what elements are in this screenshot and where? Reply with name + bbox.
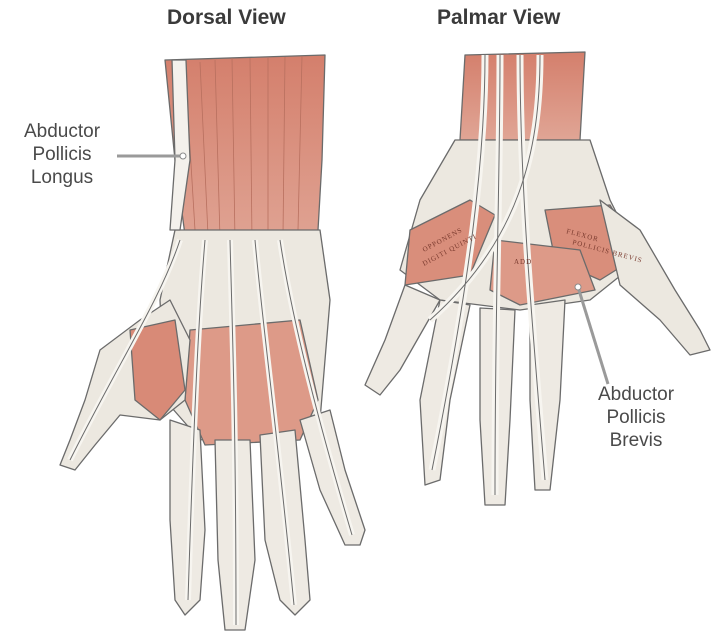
abductor-pollicis-longus-tendon xyxy=(169,59,191,231)
dorsal-index-finger xyxy=(169,419,206,616)
palmar-thumb xyxy=(599,199,711,356)
callout-abductor-pollicis-longus: Abductor Pollicis Longus xyxy=(2,120,122,189)
dorsal-hand xyxy=(59,54,366,631)
callout-line: Longus xyxy=(30,167,94,188)
callout-line: Brevis xyxy=(609,430,663,451)
dorsal-view-title: Dorsal View xyxy=(167,6,286,29)
palmar-adductor xyxy=(489,239,596,306)
leader-dot-apb xyxy=(574,283,582,291)
callout-line: Abductor xyxy=(597,384,675,405)
callout-line: Abductor xyxy=(23,121,101,142)
leader-line-apb xyxy=(576,286,610,385)
palmar-hand xyxy=(364,51,711,506)
leader-dot-apl xyxy=(179,152,187,160)
callout-abductor-pollicis-brevis: Abductor Pollicis Brevis xyxy=(576,383,696,452)
callout-line: Pollicis xyxy=(606,407,666,428)
callout-leaders xyxy=(117,154,610,385)
palmar-view-title: Palmar View xyxy=(437,6,561,29)
first-dorsal-interosseous xyxy=(129,319,186,421)
callout-line: Pollicis xyxy=(32,144,92,165)
engraved-label-add: ADD xyxy=(514,258,532,266)
